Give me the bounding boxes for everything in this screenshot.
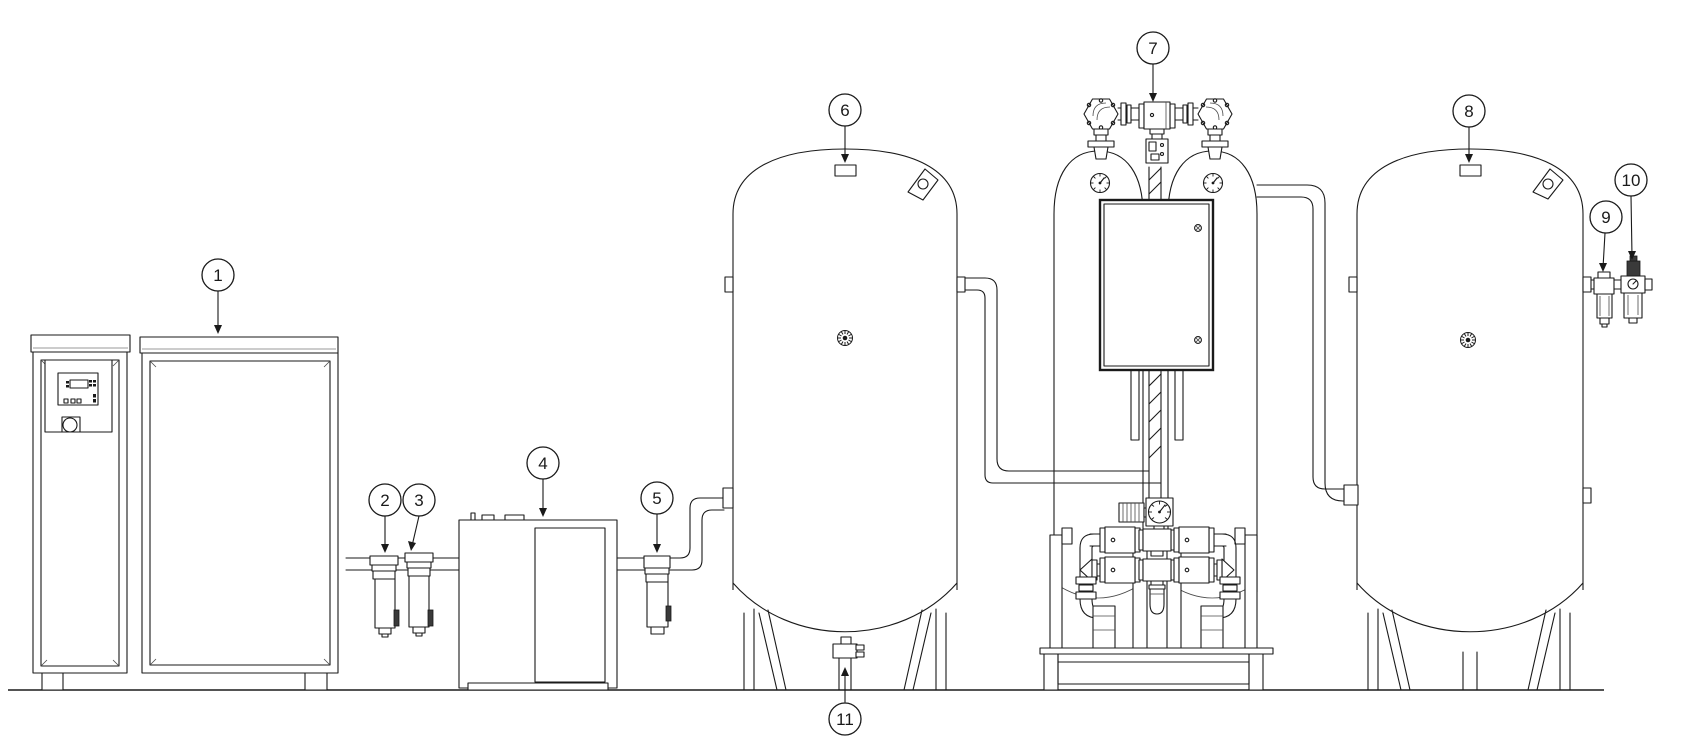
wet-air-receiver-tank <box>724 148 966 691</box>
callout-7: 7 <box>1136 31 1170 102</box>
callout-number: 10 <box>1622 171 1641 190</box>
callout-number: 1 <box>213 266 222 285</box>
control-cabinet <box>1098 198 1215 372</box>
callout-number: 7 <box>1148 39 1157 58</box>
callout-number: 11 <box>836 710 854 729</box>
callout-10: 10 <box>1614 163 1648 260</box>
process-valve <box>1099 526 1141 554</box>
tank8-bottom-dish <box>1356 582 1584 633</box>
tank8-port-lower-right <box>1582 487 1592 504</box>
filter-drain-icon <box>393 609 400 627</box>
tank6-top-port <box>834 164 857 177</box>
start-button-icon[interactable] <box>62 417 78 433</box>
tank6-shell <box>732 148 958 590</box>
callout-number: 3 <box>414 491 423 510</box>
callout-11: 11 <box>828 667 862 736</box>
pipe-compressor-to-dryer <box>345 557 461 571</box>
filter-drain-icon <box>665 605 672 622</box>
callout-number: 8 <box>1464 102 1473 121</box>
tank8-shell <box>1356 148 1584 590</box>
callout-2: 2 <box>368 483 402 553</box>
tower-left-gauge-icon <box>1089 172 1111 194</box>
tank8-top-port <box>1459 164 1482 177</box>
compressor-foot <box>41 672 64 691</box>
refrigerated-dryer <box>458 512 618 691</box>
tank8-port-upper-left <box>1348 276 1358 293</box>
compressor-control-panel <box>44 359 113 433</box>
callouts: 1 2 3 4 5 6 <box>201 31 1648 736</box>
air-compressor <box>30 334 339 691</box>
cross-fitting <box>1138 528 1176 557</box>
regulator-gauge-icon <box>1147 500 1172 524</box>
tank8-legs <box>1367 608 1571 691</box>
purge-regulator <box>1118 497 1174 531</box>
callout-9: 9 <box>1589 200 1623 272</box>
valve-manifold-row1 <box>1079 526 1237 578</box>
line-filter-2 <box>369 555 400 638</box>
callout-number: 4 <box>538 454 547 473</box>
dryer-skid <box>1039 647 1274 691</box>
tank6-port-upper-left <box>724 276 734 293</box>
cabinet-screw-icon <box>1194 336 1202 344</box>
callout-1: 1 <box>201 258 235 334</box>
pipe-dryer-to-tank8 <box>1256 184 1359 506</box>
tank6-lifting-lug-icon <box>907 168 939 201</box>
dry-air-receiver-tank <box>1348 148 1592 691</box>
process-valve <box>1173 526 1215 554</box>
hex-elbow-left-icon <box>1083 98 1119 130</box>
tank6-nameplate-icon <box>837 330 853 346</box>
controller-display <box>57 372 99 406</box>
tank6-port-upper-right <box>956 276 966 293</box>
callout-6: 6 <box>828 93 862 163</box>
mini-gauge-icon <box>1627 278 1639 290</box>
line-filter-5 <box>643 555 672 635</box>
purge-muffler-icon <box>1148 580 1166 615</box>
tank8-port-upper-right <box>1582 276 1592 293</box>
callout-number: 9 <box>1601 208 1610 227</box>
inlet-valve <box>1138 101 1176 130</box>
pipe-dryer-to-tank6 <box>616 487 734 571</box>
callout-4: 4 <box>526 446 560 517</box>
process-valve <box>1099 556 1141 584</box>
cross-fitting <box>1138 558 1176 582</box>
outlet-filter <box>1590 271 1615 328</box>
outlet-pressure-regulator <box>1613 255 1653 324</box>
cabinet-screw-icon <box>1194 224 1202 232</box>
callout-8: 8 <box>1452 94 1486 163</box>
top-manifold <box>1083 98 1233 164</box>
regulator-knob-icon[interactable] <box>1626 260 1641 277</box>
callout-number: 5 <box>652 489 661 508</box>
tank6-bottom-dish <box>732 582 958 633</box>
callout-number: 2 <box>380 491 389 510</box>
twin-tower-dryer <box>1039 98 1274 691</box>
pipe-tank6-to-dryer <box>964 277 1162 484</box>
tank8-lifting-lug-icon <box>1532 168 1564 200</box>
pilot-solenoid <box>1145 138 1169 164</box>
line-filter-3 <box>404 552 434 637</box>
tank6-drain-valve <box>832 636 865 659</box>
valve-manifold-row2 <box>1079 556 1235 615</box>
tower-right-gauge-icon <box>1202 172 1224 194</box>
callout-5: 5 <box>640 481 674 553</box>
callout-3: 3 <box>402 483 436 551</box>
compressor-foot <box>304 672 328 691</box>
filter-drain-icon <box>427 609 434 627</box>
callout-number: 6 <box>840 101 849 120</box>
hex-elbow-right-icon <box>1197 98 1233 130</box>
process-valve <box>1173 556 1215 584</box>
tank8-nameplate-icon <box>1460 332 1476 348</box>
